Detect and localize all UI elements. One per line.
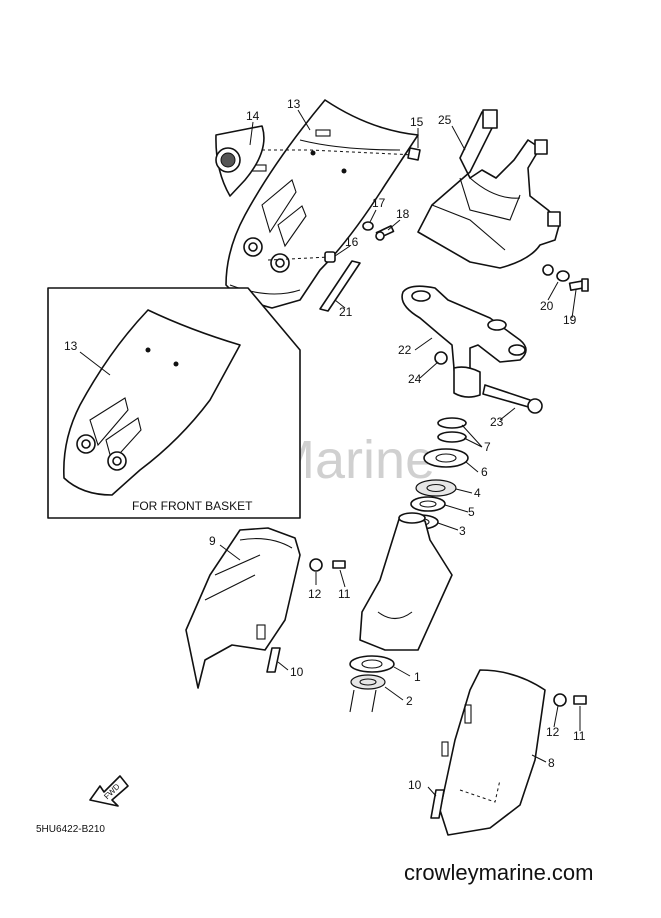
callout-11a: 11 [338, 587, 351, 601]
callout-6: 6 [481, 465, 488, 479]
screw-11b [573, 695, 587, 705]
callout-11b: 11 [573, 729, 586, 743]
strip-10a [266, 647, 281, 673]
callout-5: 5 [468, 505, 475, 519]
emblem-14 [215, 125, 265, 197]
callout-13-inset: 13 [64, 339, 78, 353]
callout-4: 4 [474, 486, 481, 500]
callout-22: 22 [398, 343, 412, 357]
clip-15 [407, 147, 421, 161]
drawing-code: 5HU6422-B210 [36, 824, 105, 835]
nut-24 [434, 351, 448, 365]
washer-6 [423, 448, 469, 468]
callout-3: 3 [459, 524, 466, 538]
callout-17: 17 [372, 196, 386, 210]
callout-25: 25 [438, 113, 452, 127]
handlebar-bracket-22 [401, 285, 527, 398]
bearing-race-4 [415, 479, 457, 497]
panel-8 [439, 669, 546, 836]
collar-12b [553, 693, 567, 707]
washer-17 [362, 221, 374, 231]
panel-9 [185, 527, 301, 689]
callout-19: 19 [563, 313, 577, 327]
callouts: 13 14 15 25 17 18 16 21 20 19 22 24 23 7… [64, 97, 586, 792]
callout-21: 21 [339, 305, 353, 319]
strip-10b [430, 789, 445, 819]
callout-10a: 10 [290, 665, 304, 679]
callout-12b: 12 [546, 725, 560, 739]
callout-12a: 12 [308, 587, 322, 601]
collar-12a [309, 558, 323, 572]
callout-23: 23 [490, 415, 504, 429]
bearing-2 [349, 674, 386, 713]
callout-16: 16 [345, 235, 359, 249]
bearing-1 [349, 655, 395, 673]
washer-20 [542, 264, 570, 282]
callout-14: 14 [246, 109, 260, 123]
callout-2: 2 [406, 694, 413, 708]
callout-7: 7 [484, 440, 491, 454]
callout-20: 20 [540, 299, 554, 313]
fwd-arrow-icon: FWD [89, 775, 129, 807]
callout-9: 9 [209, 534, 216, 548]
bolt-19 [568, 278, 589, 292]
inset-front-basket: FOR FRONT BASKET [47, 287, 301, 519]
strip-21 [319, 260, 361, 312]
callout-18: 18 [396, 207, 410, 221]
callout-8: 8 [548, 756, 555, 770]
callout-10b: 10 [408, 778, 422, 792]
callout-13: 13 [287, 97, 301, 111]
leader-lines [79, 109, 581, 797]
screw-11a [332, 560, 346, 569]
bolt-23 [482, 384, 543, 414]
callout-24: 24 [408, 372, 422, 386]
website-footer: crowleymarine.com [404, 860, 594, 885]
bracket-25 [417, 109, 561, 269]
callout-1: 1 [414, 670, 421, 684]
callout-15: 15 [410, 115, 424, 129]
ball-bearing-5 [410, 496, 446, 512]
inset-caption: FOR FRONT BASKET [132, 499, 253, 513]
ring-nut-7 [437, 417, 467, 443]
grommet-16 [324, 251, 336, 263]
steering-stem [359, 512, 453, 651]
